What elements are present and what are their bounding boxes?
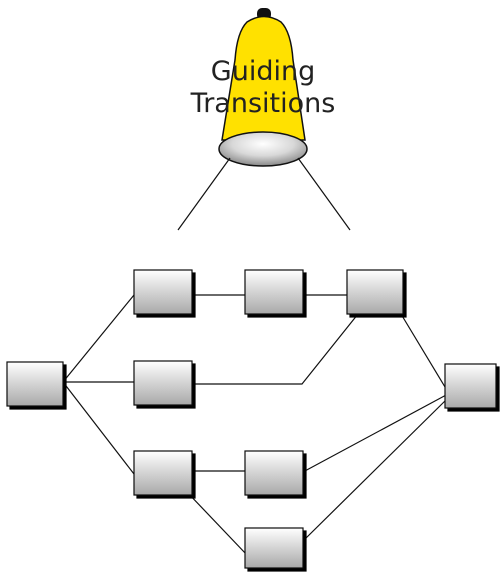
edge-middle-to-top3 [192, 313, 359, 385]
node-bottom-2 [244, 450, 304, 496]
node-top-1 [133, 269, 193, 315]
edge-bottom-to-bottom3 [185, 490, 248, 556]
spotlight-bell-icon [221, 15, 306, 141]
edge-bottom2-to-end [302, 393, 449, 473]
nodes [6, 269, 497, 569]
spotlight-label-line1: Guiding [211, 56, 315, 87]
node-bottom-3 [244, 527, 304, 569]
spotlight: Guiding Transitions [190, 8, 336, 167]
edge-top3-to-end [400, 313, 446, 388]
node-bottom-1 [133, 450, 193, 496]
edge-start-to-bottom [62, 381, 135, 475]
node-end [444, 363, 497, 409]
edge-bottom3-to-end [302, 397, 449, 542]
spotlight-lens-icon [218, 131, 308, 167]
node-top-3 [346, 269, 404, 315]
edges [62, 294, 449, 556]
edge-start-to-top [62, 294, 135, 383]
node-top-2 [244, 269, 304, 315]
spotlight-label-line2: Transitions [190, 88, 336, 119]
beam-left-line [177, 157, 231, 231]
node-middle [133, 360, 193, 406]
node-start [6, 361, 64, 407]
beam-right-line [297, 157, 351, 231]
